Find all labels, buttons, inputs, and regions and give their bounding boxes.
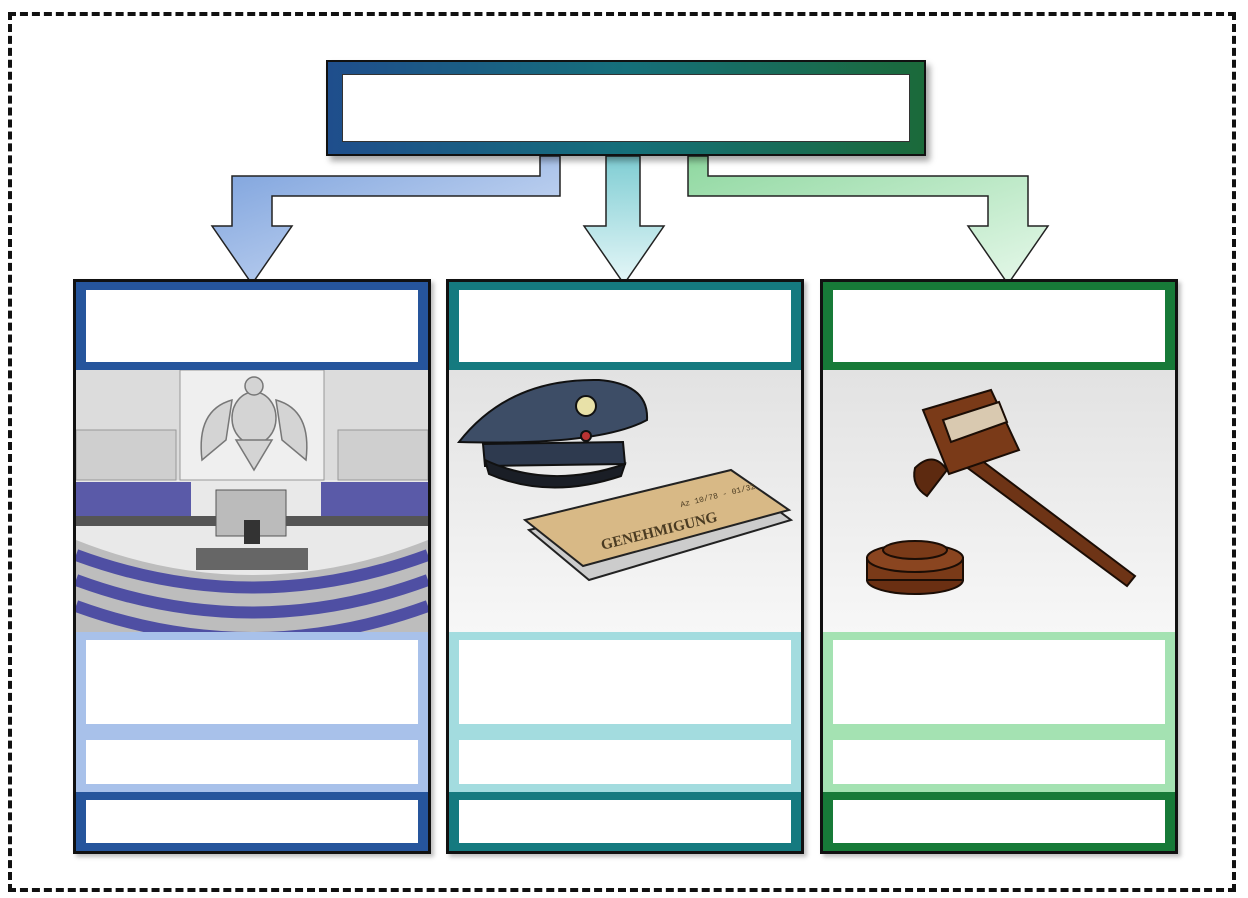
arrow-right [687,155,1050,286]
title-box[interactable] [326,60,926,156]
content-box-2[interactable] [823,732,1175,792]
content-box-3[interactable] [823,792,1175,851]
content-field-2[interactable] [459,740,791,784]
column-heading-field[interactable] [86,290,418,362]
column-heading-box[interactable] [449,282,801,370]
police-cap-and-file-illustration: GENEHMIGUNG Az 10/78 - 01/32 [449,370,801,632]
content-box-1[interactable] [76,632,428,732]
content-box-2[interactable] [449,732,801,792]
arrow-left [210,155,561,286]
column-heading-field[interactable] [833,290,1165,362]
content-field-1[interactable] [459,640,791,724]
content-field-2[interactable] [86,740,418,784]
content-field-2[interactable] [833,740,1165,784]
content-box-2[interactable] [76,732,428,792]
column-heading-field[interactable] [459,290,791,362]
column-judicial [820,279,1178,854]
content-field-1[interactable] [833,640,1165,724]
content-box-1[interactable] [823,632,1175,732]
title-field[interactable] [342,74,910,142]
content-field-3[interactable] [833,800,1165,843]
content-box-3[interactable] [76,792,428,851]
column-legislative [73,279,431,854]
title-text [343,75,909,141]
arrow-middle [582,155,666,286]
eagle-emblem [200,376,308,472]
column-heading-box[interactable] [76,282,428,370]
content-field-1[interactable] [86,640,418,724]
parliament-illustration [76,370,428,632]
file-folder: GENEHMIGUNG Az 10/78 - 01/32 [522,468,794,582]
gavel [866,388,1137,595]
column-heading-box[interactable] [823,282,1175,370]
content-field-3[interactable] [86,800,418,843]
judge-gavel-illustration [823,370,1175,632]
content-box-1[interactable] [449,632,801,732]
dashed-frame [8,12,1236,892]
column-executive: GENEHMIGUNG Az 10/78 - 01/32 [446,279,804,854]
content-field-3[interactable] [459,800,791,843]
content-box-3[interactable] [449,792,801,851]
police-cap [456,378,649,489]
